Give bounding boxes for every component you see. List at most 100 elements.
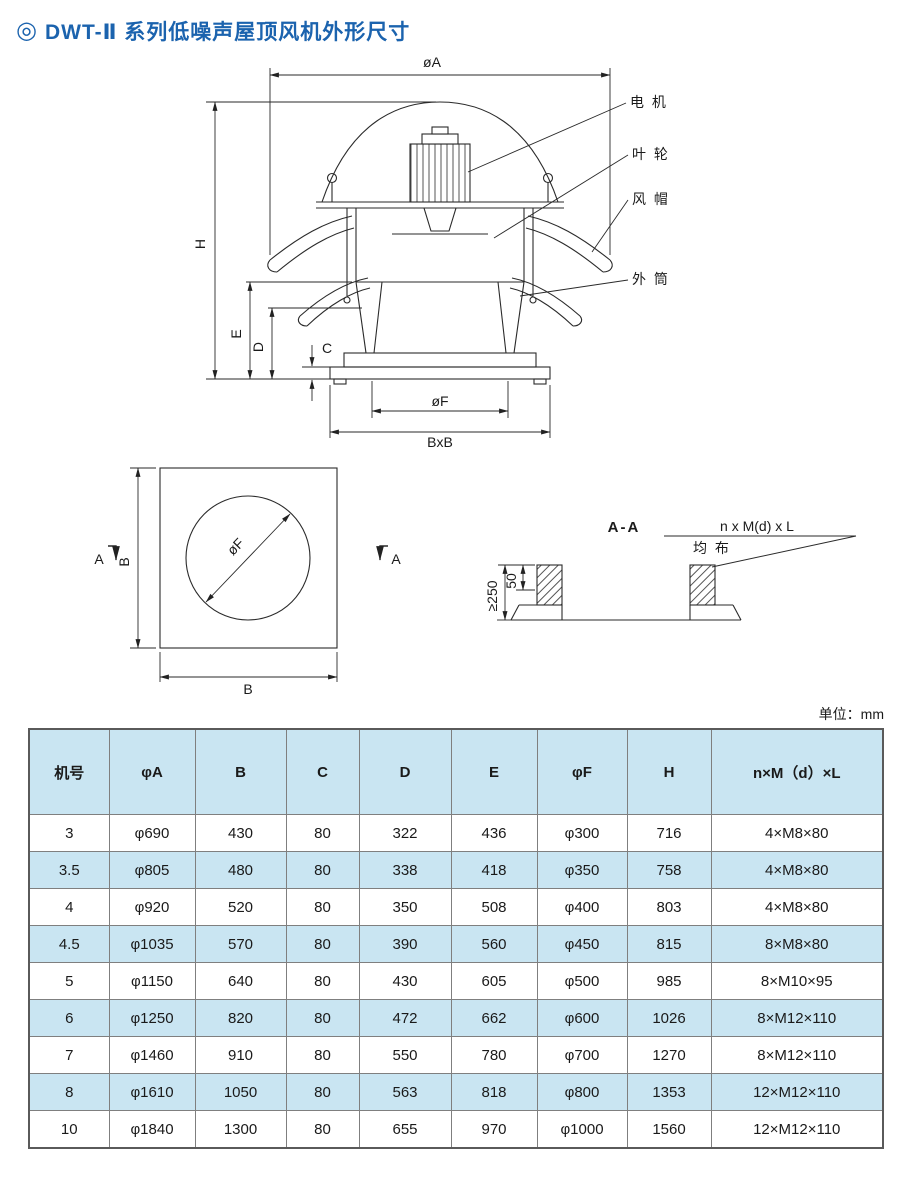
table-cell: 80 [285, 1073, 360, 1111]
section-marker-a-right: A [391, 551, 401, 567]
inlet-circle [185, 495, 311, 621]
table-cell: φ1840 [108, 1110, 196, 1149]
table-cell: 1026 [626, 999, 712, 1037]
table-cell: 80 [285, 1110, 360, 1149]
table-cell: 818 [450, 1073, 538, 1111]
plan-dimensions [108, 467, 388, 682]
label-wind-cap: 风 帽 [632, 191, 670, 207]
table-cell: φ1150 [108, 962, 196, 1000]
table-cell: φ690 [108, 814, 196, 852]
elevation-dimensions [206, 68, 629, 438]
table-cell: 80 [285, 962, 360, 1000]
table-cell: 4 [28, 888, 110, 926]
table-cell: 80 [285, 814, 360, 852]
plan-dim-b-left: B [116, 557, 132, 566]
lower-flare [297, 277, 583, 327]
label-outer-barrel: 外 筒 [632, 271, 670, 287]
table-cell: 985 [626, 962, 712, 1000]
motor-body [409, 126, 471, 203]
fan-dimension-drawing: øA H E D C øF BxB 电 机 叶 轮 风 帽 外 筒 øF B B… [94, 54, 857, 697]
table-cell: 803 [626, 888, 712, 926]
table-cell: 8×M12×110 [710, 999, 884, 1037]
table-cell: 758 [626, 851, 712, 889]
table-cell: 970 [450, 1110, 538, 1149]
section-title: A-A [608, 519, 641, 536]
dim-label-of: øF [431, 393, 448, 409]
table-cell: 322 [358, 814, 452, 852]
table-cell: 1270 [626, 1036, 712, 1074]
column-header: B [194, 728, 287, 815]
table-cell: 8 [28, 1073, 110, 1111]
section-marker-a-left: A [94, 551, 104, 567]
dim-label-oa: øA [423, 54, 442, 70]
dim-label-h: H [192, 239, 208, 249]
table-cell: 390 [358, 925, 452, 963]
plan-view [159, 467, 338, 649]
section-dim-50: 50 [503, 573, 519, 589]
table-cell: φ1460 [108, 1036, 196, 1074]
impeller [392, 207, 488, 235]
table-cell: 820 [194, 999, 287, 1037]
column-header: E [450, 728, 538, 815]
table-cell: 6 [28, 999, 110, 1037]
section-dim-250: ≥250 [484, 580, 500, 611]
column-header: H [626, 728, 712, 815]
dim-label-e: E [228, 329, 244, 338]
column-header: n×M（d）×L [710, 728, 884, 815]
table-cell: 8×M10×95 [710, 962, 884, 1000]
table-cell: 10 [28, 1110, 110, 1149]
table-cell: 655 [358, 1110, 452, 1149]
table-cell: 430 [194, 814, 287, 852]
label-motor: 电 机 [630, 94, 668, 110]
plan-dim-of: øF [224, 535, 247, 558]
table-cell: φ920 [108, 888, 196, 926]
table-cell: 472 [358, 999, 452, 1037]
table-cell: 570 [194, 925, 287, 963]
table-cell: 716 [626, 814, 712, 852]
table-cell: φ600 [536, 999, 628, 1037]
outer-barrel [355, 208, 525, 354]
table-cell: 8×M12×110 [710, 1036, 884, 1074]
table-cell: 436 [450, 814, 538, 852]
table-cell: φ700 [536, 1036, 628, 1074]
table-cell: φ500 [536, 962, 628, 1000]
table-cell: 1050 [194, 1073, 287, 1111]
table-cell: 4×M8×80 [710, 888, 884, 926]
wind-cap-dome [321, 101, 559, 203]
table-cell: φ400 [536, 888, 628, 926]
table-cell: 418 [450, 851, 538, 889]
table-cell: 4.5 [28, 925, 110, 963]
dim-label-d: D [250, 342, 266, 352]
table-cell: 80 [285, 925, 360, 963]
table-cell: φ450 [536, 925, 628, 963]
column-header: 机号 [28, 728, 110, 815]
table-cell: 80 [285, 1036, 360, 1074]
lifting-lugs [326, 172, 554, 202]
support-rods [343, 208, 537, 304]
table-cell: 815 [626, 925, 712, 963]
table-cell: 520 [194, 888, 287, 926]
bolt-spec-label: n x M(d) x L [720, 518, 794, 534]
table-cell: 8×M8×80 [710, 925, 884, 963]
table-cell: 605 [450, 962, 538, 1000]
table-cell: 1560 [626, 1110, 712, 1149]
table-cell: φ800 [536, 1073, 628, 1111]
table-cell: 430 [358, 962, 452, 1000]
column-header: C [285, 728, 360, 815]
table-cell: 780 [450, 1036, 538, 1074]
column-header: φA [108, 728, 196, 815]
table-cell: 1300 [194, 1110, 287, 1149]
elevation-view [267, 101, 613, 385]
table-cell: 508 [450, 888, 538, 926]
unit-label: 单位：mm [818, 706, 884, 722]
section-dimensions [497, 535, 857, 621]
